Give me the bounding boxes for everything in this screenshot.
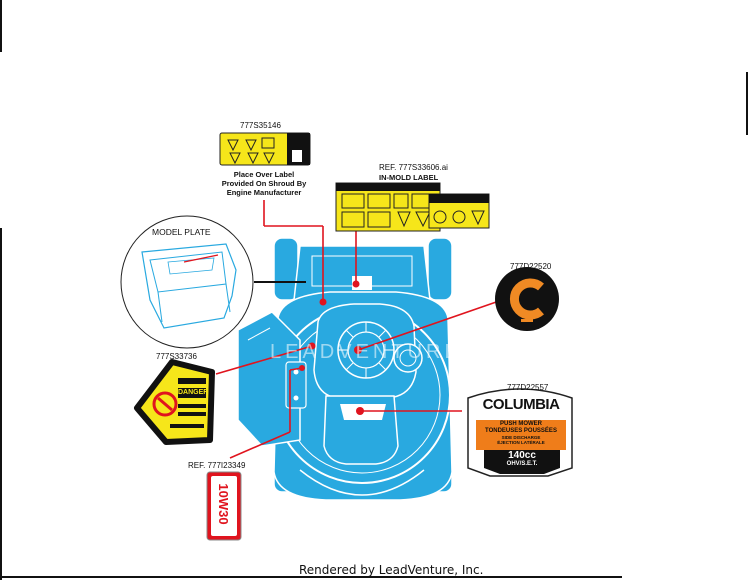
model-plate-callout xyxy=(120,215,306,349)
c-logo-part-number: 777D22520 xyxy=(510,262,552,271)
footer-credit: Rendered by LeadVenture, Inc. xyxy=(299,563,484,577)
watermark-text: LEADVENTURE xyxy=(270,341,462,363)
columbia-orange-text: PUSH MOWER TONDEUSES POUSSÉES SIDE DISCH… xyxy=(476,421,566,445)
columbia-line-3: SIDE DISCHARGE xyxy=(501,435,541,440)
oil-label[interactable] xyxy=(206,471,242,541)
callout-lines xyxy=(215,200,503,459)
inmold-part-number: 777S33606.ai xyxy=(398,163,448,172)
danger-label[interactable] xyxy=(134,359,215,445)
model-plate-label: MODEL PLATE xyxy=(152,227,211,237)
oil-label-text: 10W30 xyxy=(216,483,231,525)
columbia-label[interactable] xyxy=(467,388,573,477)
c-letter-shape xyxy=(509,278,544,320)
c-logo-label[interactable] xyxy=(495,267,559,331)
columbia-line-4: ÉJECTION LATÉRALE xyxy=(497,440,545,445)
columbia-part-number: 777D22557 xyxy=(507,383,549,392)
oil-ref-prefix: REF. xyxy=(188,461,206,470)
inmold-title: IN-MOLD LABEL xyxy=(379,173,439,182)
engine-warning-label[interactable] xyxy=(219,132,311,166)
columbia-line-2: TONDEUSES POUSSÉES xyxy=(485,428,557,434)
engine-warning-note-line-1: Place Over Label xyxy=(233,170,295,179)
columbia-displacement: 140cc xyxy=(508,450,536,461)
inmold-ref: REF. 777S33606.ai xyxy=(379,163,448,172)
danger-part-number: 777S33736 xyxy=(156,352,197,361)
danger-word: DANGER xyxy=(178,389,209,396)
engine-warning-note: Place Over Label Provided On Shroud By E… xyxy=(218,170,310,197)
columbia-line-1: PUSH MOWER xyxy=(500,421,542,427)
engine-warning-note-line-3: Engine Manufacturer xyxy=(226,188,302,197)
inmold-label[interactable] xyxy=(335,182,490,232)
mower-illustration xyxy=(237,237,453,501)
oil-part-number: 777I23349 xyxy=(207,461,246,470)
oil-ref: REF. 777I23349 xyxy=(188,461,245,470)
engine-warning-part-number: 777S35146 xyxy=(240,121,281,130)
inmold-ref-prefix: REF. xyxy=(379,163,397,172)
engine-warning-note-line-2: Provided On Shroud By xyxy=(221,179,307,188)
columbia-engine: OHV/S.E.T. xyxy=(506,461,538,467)
columbia-brand: COLUMBIA xyxy=(482,396,560,413)
